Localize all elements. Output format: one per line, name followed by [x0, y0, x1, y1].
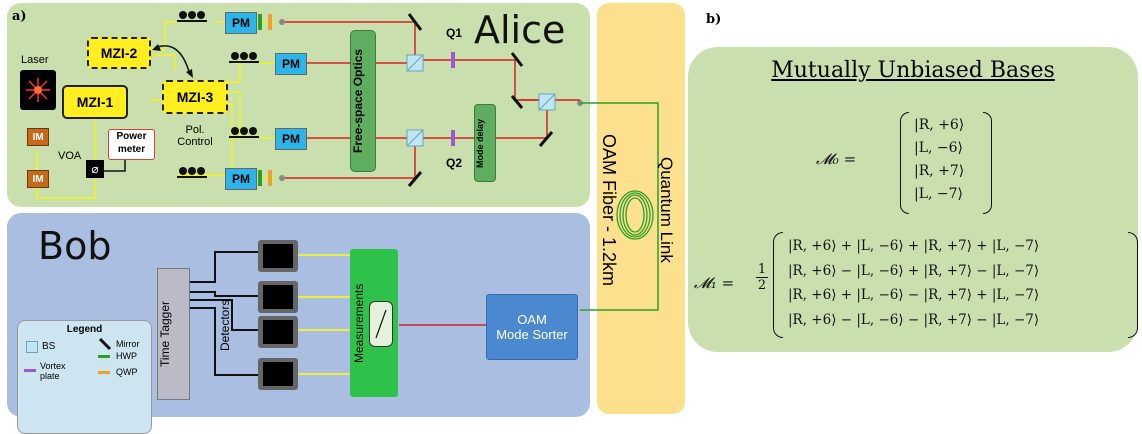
time-tagger-label: Time Tagger: [158, 300, 172, 368]
pol-control-label: Pol. Control: [170, 124, 220, 148]
phase-modulator-2: PM: [275, 53, 307, 75]
m1-vector: |R, +6⟩ + |L, −6⟩ + |R, +7⟩ + |L, −7⟩ |R…: [788, 234, 1039, 332]
m0-vector: |R, +6⟩ |L, −6⟩ |R, +7⟩ |L, −7⟩: [914, 114, 964, 206]
m1-left-paren: [773, 232, 783, 338]
intensity-modulator-1: IM: [27, 128, 49, 146]
detector-1: [258, 240, 298, 272]
legend-vortex-line2: plate: [40, 371, 60, 381]
vortex-icon: [24, 369, 36, 372]
sorter-line2: Mode Sorter: [496, 327, 568, 342]
legend-qwp: QWP: [116, 367, 138, 377]
measurements-box: Measurements: [350, 249, 398, 397]
detector-3: [258, 316, 298, 348]
alice-title: Alice: [474, 8, 566, 52]
time-tagger: Time Tagger: [157, 268, 190, 400]
pol-control-line1: Pol.: [185, 124, 205, 136]
mub-title: Mutually Unbiased Bases: [771, 58, 1055, 83]
mode-delay-box: Mode delay: [474, 104, 496, 182]
optical-setup-diagram: [36, 11, 583, 376]
m0-row: |R, +7⟩: [914, 163, 965, 179]
detectors-label: Detectors: [218, 299, 232, 351]
detector-2: [258, 281, 298, 313]
pol-control-line2: Control: [177, 136, 213, 148]
bs-icon: [26, 341, 38, 353]
q1-label: Q1: [446, 26, 463, 40]
qwp-icon: [98, 371, 110, 374]
sorter-line1: OAM: [517, 312, 547, 327]
m1-half-num: 1: [756, 262, 768, 278]
green-fiber: [580, 102, 659, 311]
intensity-modulator-2: IM: [27, 170, 49, 188]
m1-row: |R, +6⟩ − |L, −6⟩ − |R, +7⟩ − |L, −7⟩: [788, 311, 1040, 328]
mzi-1: MZI-1: [62, 85, 128, 119]
free-space-optics-box: Free-space Optics: [350, 30, 376, 172]
power-meter-line2: meter: [117, 144, 146, 155]
legend-hwp: HWP: [116, 351, 137, 361]
m0-left-paren: [900, 112, 909, 214]
legend-bs: BS: [42, 341, 56, 352]
fiber-label: OAM Fiber - 1.2km: [599, 133, 619, 287]
m1-half-den: 2: [757, 278, 767, 293]
free-space-label: Free-space Optics: [351, 48, 365, 154]
power-meter: Power meter: [108, 129, 155, 160]
measurements-label: Measurements: [352, 283, 366, 363]
mzi-3: MZI-3: [162, 80, 228, 114]
mode-delay-label: Mode delay: [475, 118, 485, 168]
legend-mirror: Mirror: [116, 339, 140, 349]
m0-row: |L, −7⟩: [914, 186, 964, 202]
m1-lhs: 𝓜₁ =: [694, 274, 735, 292]
slm-icon: [369, 301, 393, 347]
legend-vortex-line1: Vortex: [40, 361, 66, 371]
laser-label: Laser: [21, 54, 49, 66]
legend-vortex: Vortex plate: [40, 361, 66, 381]
panel-a-label: a): [12, 9, 27, 24]
quantum-link-label: Quantum Link: [657, 157, 676, 263]
oam-mode-sorter: OAM Mode Sorter: [486, 294, 578, 360]
hwp-icon: [98, 355, 110, 358]
m0-row: |L, −6⟩: [914, 140, 964, 156]
phase-modulator-1: PM: [225, 12, 257, 34]
legend-title: Legend: [66, 324, 103, 335]
mzi-2: MZI-2: [87, 37, 151, 69]
laser-icon: [20, 70, 56, 110]
m0-right-paren: [983, 112, 992, 214]
m0-row: |R, +6⟩: [914, 117, 965, 133]
bob-title: Bob: [38, 224, 112, 268]
m0-lhs: 𝓜₀ =: [816, 150, 857, 168]
m1-fraction: 1 2: [756, 262, 768, 293]
mirror-icon: [98, 337, 112, 351]
m1-row: |R, +6⟩ + |L, −6⟩ + |R, +7⟩ + |L, −7⟩: [788, 238, 1040, 254]
legend: Legend BS Mirror Vortex plate HWP QWP: [17, 320, 152, 434]
voa-icon: ⌀: [86, 160, 104, 178]
q2-label: Q2: [446, 156, 463, 170]
m1-row: |R, +6⟩ + |L, −6⟩ − |R, +7⟩ + |L, −7⟩: [788, 287, 1040, 303]
quantum-link-panel: [597, 3, 685, 414]
phase-modulator-4: PM: [225, 168, 257, 190]
power-meter-line1: Power: [116, 131, 147, 142]
phase-modulator-3: PM: [275, 128, 307, 150]
panel-b-label: b): [706, 12, 722, 27]
m1-right-paren: [1128, 232, 1138, 338]
voa-label: VOA: [58, 150, 82, 162]
mub-panel: [688, 47, 1138, 352]
m1-row: |R, +6⟩ − |L, −6⟩ + |R, +7⟩ − |L, −7⟩: [788, 262, 1040, 279]
detector-4: [258, 358, 298, 390]
